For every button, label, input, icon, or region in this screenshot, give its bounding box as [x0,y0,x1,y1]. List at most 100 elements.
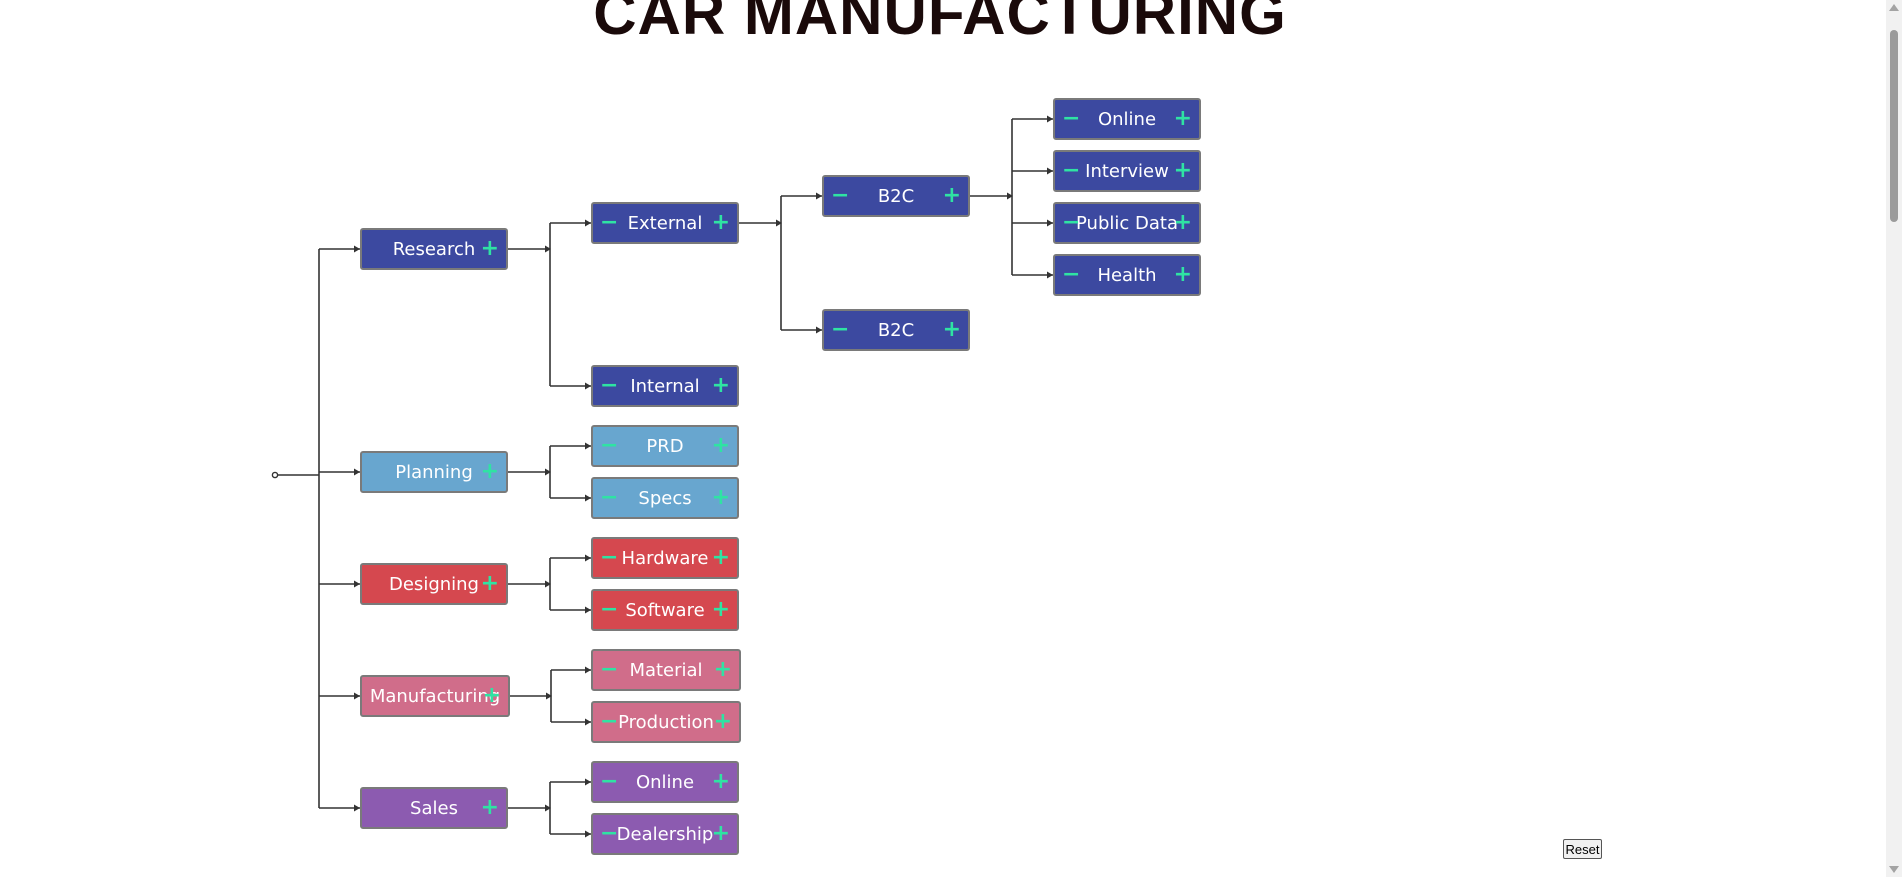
collapse-minus-icon[interactable]: − [600,709,619,734]
node-label: Public Data [1076,212,1178,234]
node-internal[interactable]: −Internal+ [591,365,739,407]
node-production[interactable]: −Production+ [591,701,741,743]
expand-plus-icon[interactable]: + [713,709,732,734]
expand-plus-icon[interactable]: + [480,795,499,820]
node-online[interactable]: −Online + [591,761,739,803]
expand-plus-icon[interactable]: + [711,821,730,846]
collapse-minus-icon[interactable]: − [1062,262,1081,287]
node-label: Specs [638,487,692,509]
expand-plus-icon[interactable]: + [1173,210,1192,235]
node-label: Sales [410,797,458,819]
node-health[interactable]: −Health + [1053,254,1201,296]
expand-plus-icon[interactable]: + [482,683,501,708]
expand-plus-icon[interactable]: + [711,597,730,622]
node-prd[interactable]: −PRD+ [591,425,739,467]
collapse-minus-icon[interactable]: − [600,433,619,458]
collapse-minus-icon[interactable]: − [600,769,619,794]
connector-arrowhead [1047,271,1053,279]
connector-arrowhead [1047,115,1053,123]
node-label: Online [1097,108,1157,130]
node-research[interactable]: Research+ [360,228,508,270]
root-node-dot [271,471,279,479]
connector-arrowhead [585,494,591,502]
expand-plus-icon[interactable]: + [711,433,730,458]
scroll-down-arrow-icon[interactable] [1889,866,1899,873]
connector-arrowhead [585,830,591,838]
connector-arrowhead [585,219,591,227]
connector-arrowhead [585,606,591,614]
scroll-up-arrow-icon[interactable] [1889,4,1899,11]
connector-arrowhead [585,554,591,562]
connector-arrowhead [354,468,360,476]
collapse-minus-icon[interactable]: − [600,373,619,398]
node-b2c[interactable]: − B2C + [822,309,970,351]
connector-arrowhead [816,192,822,200]
connector-arrowhead [1047,219,1053,227]
expand-plus-icon[interactable]: + [480,571,499,596]
collapse-minus-icon[interactable]: − [600,597,619,622]
collapse-minus-icon[interactable]: − [831,317,850,342]
collapse-minus-icon[interactable]: − [1062,158,1081,183]
connector-arrowhead [545,580,551,588]
node-label: B2C [877,185,915,207]
node-interview[interactable]: −Interview+ [1053,150,1201,192]
collapse-minus-icon[interactable]: − [1062,106,1081,131]
expand-plus-icon[interactable]: + [942,183,961,208]
collapse-minus-icon[interactable]: − [600,821,619,846]
reset-button[interactable]: Reset [1563,839,1602,859]
connector-arrowhead [545,804,551,812]
collapse-minus-icon[interactable]: − [600,210,619,235]
connector-arrowhead [776,219,782,227]
expand-plus-icon[interactable]: + [711,485,730,510]
expand-plus-icon[interactable]: + [480,236,499,261]
expand-plus-icon[interactable]: + [480,459,499,484]
node-label: Material [629,659,703,681]
node-material[interactable]: −Material + [591,649,741,691]
node-software[interactable]: −Software + [591,589,739,631]
connector-arrowhead [585,382,591,390]
node-planning[interactable]: Planning+ [360,451,508,493]
node-label: Production [618,711,714,733]
expand-plus-icon[interactable]: + [711,210,730,235]
node-manufacturing[interactable]: Manufacturing+ [360,675,510,717]
connector-arrowhead [545,468,551,476]
node-label: Health [1097,264,1157,286]
expand-plus-icon[interactable]: + [942,317,961,342]
node-dealership[interactable]: −Dealership+ [591,813,739,855]
connector-arrowhead [585,718,591,726]
expand-plus-icon[interactable]: + [1173,158,1192,183]
expand-plus-icon[interactable]: + [711,545,730,570]
collapse-minus-icon[interactable]: − [600,657,619,682]
collapse-minus-icon[interactable]: − [600,545,619,570]
expand-plus-icon[interactable]: + [713,657,732,682]
vertical-scrollbar[interactable] [1886,0,1902,877]
node-external[interactable]: −External+ [591,202,739,244]
expand-plus-icon[interactable]: + [711,373,730,398]
expand-plus-icon[interactable]: + [1173,106,1192,131]
node-designing[interactable]: Designing+ [360,563,508,605]
node-label: Software [625,599,705,621]
node-label: Research [392,238,476,260]
connector-arrowhead [354,580,360,588]
node-specs[interactable]: −Specs + [591,477,739,519]
node-label: Online [635,771,695,793]
node-public-data[interactable]: −Public Data+ [1053,202,1201,244]
collapse-minus-icon[interactable]: − [831,183,850,208]
node-label: Manufacturing [369,685,501,707]
expand-plus-icon[interactable]: + [1173,262,1192,287]
connector-arrowhead [354,692,360,700]
expand-plus-icon[interactable]: + [711,769,730,794]
connector-arrowhead [585,442,591,450]
node-label: Designing [389,573,479,595]
connector-arrowhead [354,804,360,812]
node-online[interactable]: −Online + [1053,98,1201,140]
node-b2c[interactable]: − B2C + [822,175,970,217]
node-sales[interactable]: Sales + [360,787,508,829]
collapse-minus-icon[interactable]: − [600,485,619,510]
node-label: Hardware [621,547,709,569]
connector-arrowhead [546,692,552,700]
node-label: B2C [877,319,915,341]
node-hardware[interactable]: −Hardware+ [591,537,739,579]
scrollbar-thumb[interactable] [1890,30,1898,222]
collapse-minus-icon[interactable]: − [1062,210,1081,235]
